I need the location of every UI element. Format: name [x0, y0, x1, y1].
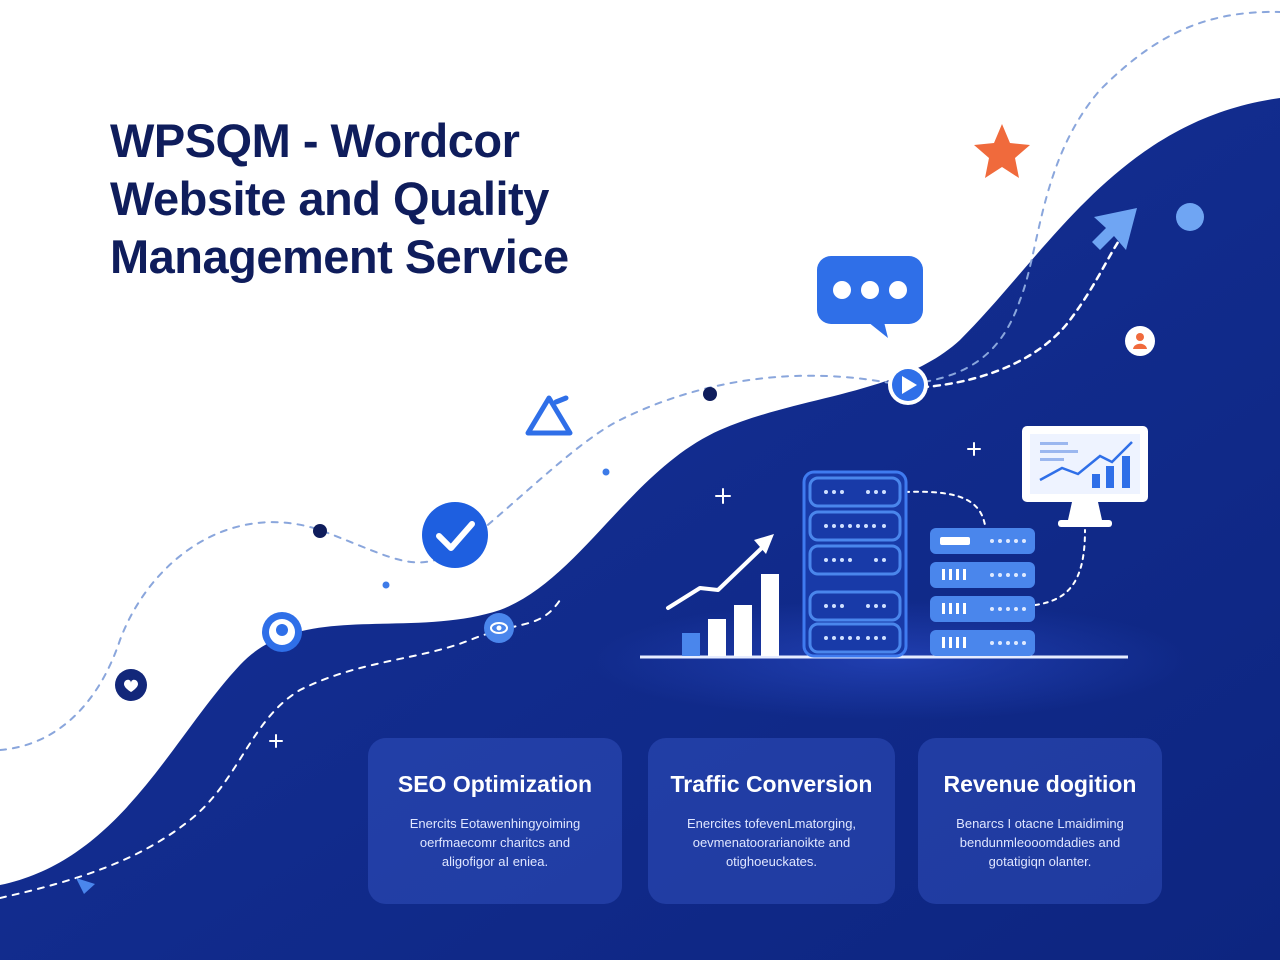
card-desc-line: aligofigor aI eniea. — [441, 854, 549, 869]
check-circle-icon — [422, 502, 488, 568]
growth-bar — [708, 619, 726, 656]
navy-wave — [0, 98, 1280, 960]
analytics-monitor-icon — [1022, 426, 1148, 527]
feature-card-traffic[interactable]: Traffic Conversion Enercites tofevenLmat… — [648, 738, 895, 904]
arrow-up-right-icon — [1092, 208, 1137, 250]
card-desc-line: otighoeuckates. — [725, 854, 818, 869]
card-desc-line: Enercites tofevenLmatorging, — [686, 816, 857, 831]
recycle-triangle-icon — [525, 395, 573, 436]
user-node-icon — [1125, 326, 1155, 356]
eye-node-icon — [484, 613, 514, 643]
feature-card-revenue[interactable]: Revenue dogition Benarcs I otacne Lmaidi… — [918, 738, 1162, 904]
heart-node-icon — [115, 669, 147, 701]
card-desc-line: oerfmaecomr charitcs and — [419, 835, 571, 850]
chat-bubble-icon — [817, 256, 923, 338]
feature-card-seo[interactable]: SEO Optimization Enercits Eotawenhingyoi… — [368, 738, 622, 904]
card-description: Benarcs I otacne Lmaidiming bendunmleooo… — [936, 814, 1144, 871]
card-description: Enercits Eotawenhingyoiming oerfmaecomr … — [386, 814, 604, 871]
card-description: Enercites tofevenLmatorging, oevmenatoor… — [666, 814, 877, 871]
title-line-3: Management Service — [110, 230, 569, 283]
growth-bar — [734, 605, 752, 656]
page-title: WPSQM - Wordcor Website and Quality Mana… — [110, 112, 730, 286]
decor-blue-dot — [1176, 203, 1204, 231]
card-desc-line: gotatigiqn olanter. — [988, 854, 1092, 869]
card-desc-line: Enercits Eotawenhingyoiming — [409, 816, 581, 831]
title-line-2: Website and Quality — [110, 172, 549, 225]
growth-bar — [761, 574, 779, 656]
path-node-dot — [313, 524, 327, 538]
title-line-1: WPSQM - Wordcor — [110, 114, 520, 167]
sparkle-plus-icons — [269, 442, 981, 748]
support-node-icon — [262, 612, 302, 652]
card-title: SEO Optimization — [397, 771, 593, 797]
card-desc-line: oevmenatoorarianoikte and — [692, 835, 851, 850]
card-desc-line: bendunmleooomdadies and — [959, 835, 1121, 850]
server-stack-icon — [930, 528, 1035, 656]
path-node-dot — [602, 468, 610, 476]
growth-bar — [682, 633, 700, 656]
growth-bar-chart-icon — [666, 534, 779, 656]
card-desc-line: Benarcs I otacne Lmaidiming — [956, 816, 1124, 831]
play-icon — [888, 365, 928, 405]
path-node-dot — [703, 387, 717, 401]
server-rack-icon — [802, 470, 908, 658]
path-node-dot — [382, 581, 390, 589]
card-title: Traffic Conversion — [670, 771, 873, 797]
send-arrow-icon — [76, 878, 95, 894]
card-title: Revenue dogition — [943, 771, 1137, 797]
growth-trend-arrow — [666, 540, 770, 610]
star-icon — [974, 124, 1030, 178]
